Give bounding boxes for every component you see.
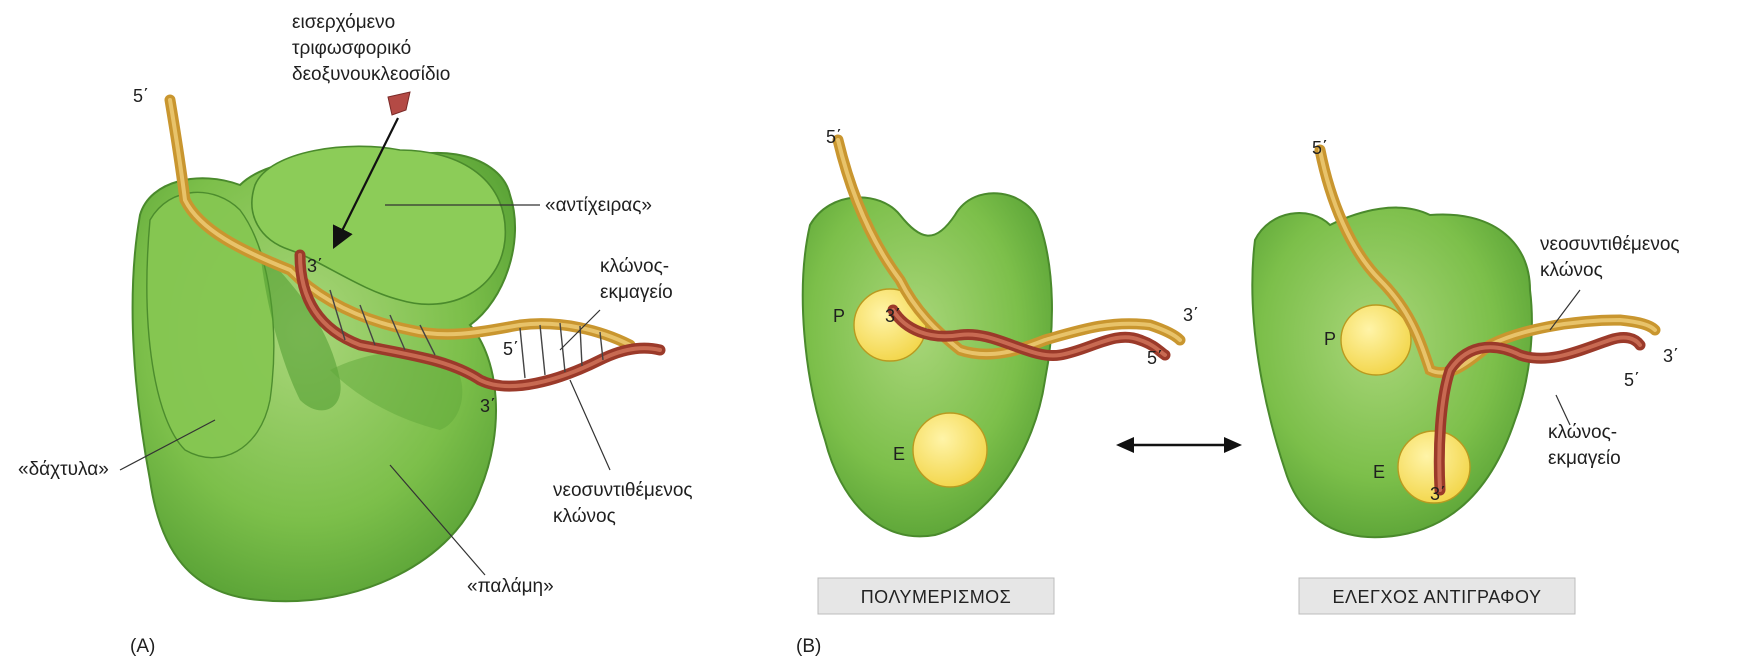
proofreading-label: ΕΛΕΓΧΟΣ ΑΝΤΙΓΡΑΦΟΥ [1333, 587, 1542, 607]
p-site-label-left: P [833, 306, 845, 326]
prime-5-right-bl: 5΄ [1147, 348, 1163, 368]
panel-label-a: (A) [130, 636, 155, 657]
thumb-label: «αντίχειρας» [545, 195, 652, 216]
prime-3-lower-a: 3΄ [480, 396, 496, 416]
e-site-label-right: E [1373, 462, 1385, 482]
prime-5-top-br: 5΄ [1312, 138, 1328, 158]
p-site-circle-right [1341, 305, 1411, 375]
panel-a: 5΄ 3΄ 5΄ 3΄ εισερχόμενο τριφωσφορικό δεο… [18, 12, 698, 657]
double-arrow-icon [1116, 437, 1242, 453]
panel-label-b: (B) [796, 636, 821, 657]
palm-label: «παλάμη» [467, 576, 554, 597]
panel-b-left: 5΄ 3΄ 3΄ 5΄ P E ΠΟΛΥΜΕΡΙΣΜΟΣ (B) [796, 127, 1199, 657]
prime-3-inner-a: 3΄ [307, 256, 323, 276]
prime-3-right-bl: 3΄ [1183, 305, 1199, 325]
prime-3-right-br: 3΄ [1663, 346, 1679, 366]
fingers-label: «δάχτυλα» [18, 459, 109, 480]
e-site-circle-left [913, 413, 987, 487]
new-strand-label-a: νεοσυντιθέμενος κλώνος [553, 480, 698, 527]
template-strand-label-a: κλώνος- εκμαγείο [600, 256, 674, 303]
polymerase-body-b-left [803, 193, 1052, 536]
incoming-nucleotide-label: εισερχόμενο τριφωσφορικό δεοξυνουκλεοσίδ… [292, 12, 450, 85]
panel-b-right: 5΄ 3΄ 5΄ 3΄ P E νεοσυντιθέμενος κλώνος κ… [1252, 138, 1685, 614]
prime-5-right-br: 5΄ [1624, 370, 1640, 390]
prime-3-lower-br: 3΄ [1430, 484, 1446, 504]
prime-5-right-a: 5΄ [503, 339, 519, 359]
p-site-label-right: P [1324, 329, 1336, 349]
prime-5-top-bl: 5΄ [826, 127, 842, 147]
incoming-nucleotide-icon [388, 92, 410, 115]
template-strand-label-b: κλώνος- εκμαγείο [1548, 422, 1622, 469]
polymerization-label: ΠΟΛΥΜΕΡΙΣΜΟΣ [861, 587, 1012, 607]
e-site-label-left: E [893, 444, 905, 464]
polymerase-body-b-right [1252, 208, 1532, 538]
prime-5-top-a: 5΄ [133, 86, 149, 106]
new-strand-label-b: νεοσυντιθέμενος κλώνος [1540, 234, 1685, 281]
prime-3-inner-bl: 3΄ [885, 306, 901, 326]
